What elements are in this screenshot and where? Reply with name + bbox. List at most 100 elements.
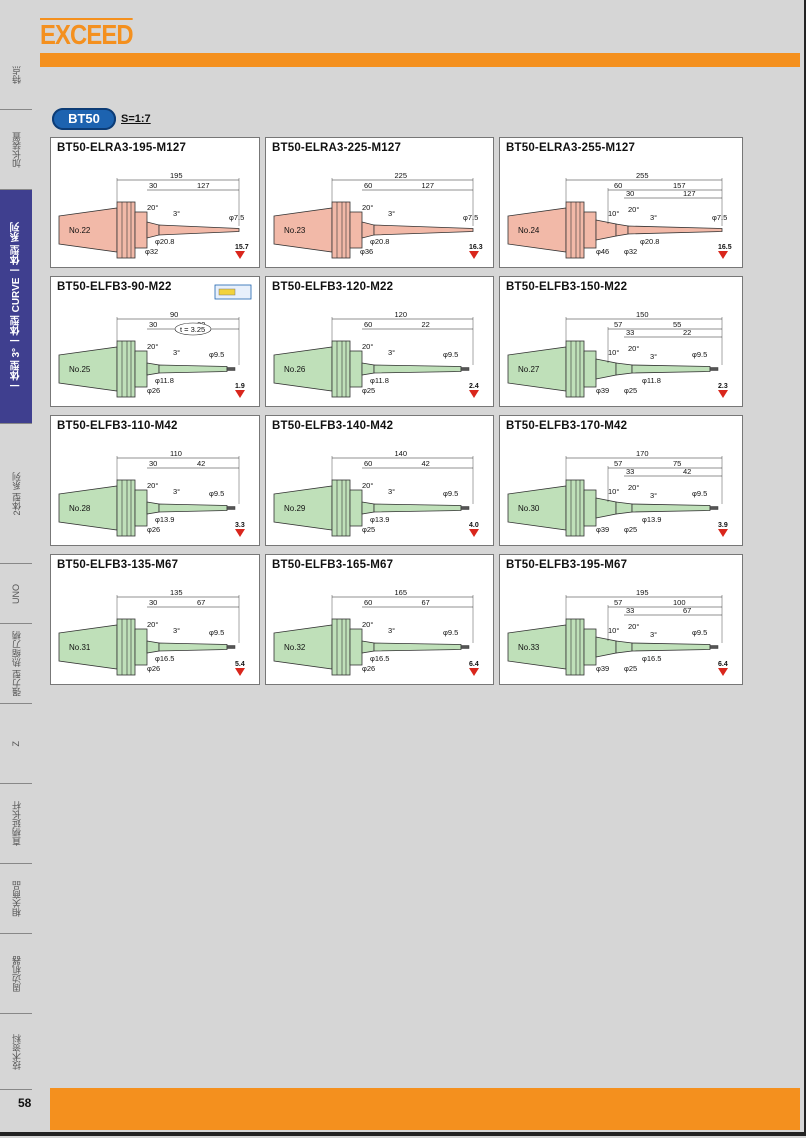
dimension-b: 42 bbox=[422, 459, 430, 468]
note-bubble bbox=[174, 322, 212, 336]
sidebar-tab-6[interactable]: 强力型 热缩刀柄 bbox=[0, 624, 32, 704]
dimension-a: 30 bbox=[149, 459, 157, 468]
angle-label: 10° bbox=[608, 626, 619, 635]
dimension-a: 30 bbox=[149, 181, 157, 190]
base-diameter: φ25 bbox=[624, 664, 637, 673]
tip-diameter: φ9.5 bbox=[443, 628, 458, 637]
item-number: No.26 bbox=[284, 365, 306, 374]
product-card[interactable]: BT50-ELFB3-90-M2290302220°3°φ9.5φ11.8φ26… bbox=[50, 276, 260, 407]
sidebar-tab-2[interactable]: 加长装置 bbox=[0, 110, 32, 190]
scale-label: S=1:7 bbox=[121, 113, 151, 125]
angle-label: 20° bbox=[362, 203, 373, 212]
tip-diameter: φ9.5 bbox=[443, 489, 458, 498]
holder-body bbox=[507, 618, 719, 676]
weight-value: 4.0 bbox=[469, 522, 479, 529]
overall-length: 120 bbox=[395, 310, 408, 319]
weight-arrow-icon bbox=[235, 251, 245, 259]
weight-arrow-icon bbox=[718, 390, 728, 398]
brand-logo: EXCEED bbox=[40, 18, 134, 56]
weight-value: 5.4 bbox=[235, 661, 245, 668]
product-title: BT50-ELFB3-150-M22 bbox=[506, 281, 628, 293]
sidebar-tab-10[interactable]: 周边机器 bbox=[0, 934, 32, 1014]
dimension-lines bbox=[116, 178, 240, 226]
base-diameter: φ25 bbox=[362, 525, 375, 534]
flange-diameter: φ39 bbox=[596, 386, 609, 395]
footer-bar bbox=[50, 1088, 800, 1130]
dimension-c: 33 bbox=[626, 328, 634, 337]
neck-diameter: φ20.8 bbox=[155, 237, 174, 246]
item-number: No.28 bbox=[69, 504, 91, 513]
angle-label: 20° bbox=[362, 481, 373, 490]
series-badge: BT50 bbox=[52, 108, 116, 130]
angle-label: 3° bbox=[388, 209, 395, 218]
dimension-b: 67 bbox=[422, 598, 430, 607]
sidebar-tab-label: 加长装置 bbox=[11, 131, 22, 168]
dimension-lines bbox=[331, 595, 474, 643]
sidebar-tab-1[interactable]: 特点 bbox=[0, 40, 32, 110]
angle-label: 20° bbox=[628, 622, 639, 631]
overall-length: 135 bbox=[170, 588, 183, 597]
dimension-c: 30 bbox=[626, 189, 634, 198]
sidebar-tab-4[interactable]: 2体型 系列 bbox=[0, 424, 32, 564]
item-number: No.22 bbox=[69, 226, 91, 235]
neck-diameter: φ16.5 bbox=[642, 654, 661, 663]
product-title: BT50-ELFB3-90-M22 bbox=[57, 281, 172, 293]
overall-length: 225 bbox=[395, 171, 408, 180]
sidebar-tab-11[interactable]: 技术资料 bbox=[0, 1014, 32, 1090]
weight-arrow-icon bbox=[718, 251, 728, 259]
weight-arrow-icon bbox=[469, 529, 479, 537]
header-bar bbox=[40, 53, 800, 67]
overall-length: 110 bbox=[170, 449, 182, 458]
tip-diameter: φ9.5 bbox=[443, 350, 458, 359]
dimension-b: 127 bbox=[197, 181, 210, 190]
weight-value: 3.3 bbox=[235, 522, 245, 529]
product-title: BT50-ELFB3-110-M42 bbox=[57, 420, 178, 432]
flange-diameter: φ46 bbox=[596, 247, 609, 256]
angle-label: 20° bbox=[362, 620, 373, 629]
dimension-a: 30 bbox=[149, 320, 157, 329]
sidebar-tab-label: Z bbox=[11, 740, 21, 747]
sidebar-tab-8[interactable]: 直柄延长杆 bbox=[0, 784, 32, 864]
base-diameter: φ26 bbox=[147, 664, 160, 673]
angle-label: 3° bbox=[650, 352, 657, 361]
overall-length: 140 bbox=[395, 449, 408, 458]
neck-diameter: φ11.8 bbox=[642, 376, 661, 385]
dimension-b: 67 bbox=[197, 598, 205, 607]
overall-length: 255 bbox=[636, 171, 649, 180]
weight-value: 2.3 bbox=[718, 383, 728, 390]
sidebar-tab-5[interactable]: UNO bbox=[0, 564, 32, 624]
base-diameter: φ32 bbox=[145, 247, 158, 256]
sidebar-tab-9[interactable]: 相关商品 bbox=[0, 864, 32, 934]
base-diameter: φ25 bbox=[624, 525, 637, 534]
holder-body bbox=[507, 201, 723, 259]
item-number: No.31 bbox=[69, 643, 91, 652]
sidebar-tab-label: 特点 bbox=[11, 65, 22, 84]
dimension-b: 42 bbox=[197, 459, 205, 468]
dimension-b: 75 bbox=[673, 459, 681, 468]
sidebar-tab-3[interactable]: 一体型 3° 一体型 CURVE 一体型 系列 bbox=[0, 190, 32, 424]
dimension-a: 57 bbox=[614, 459, 622, 468]
dimension-b: 22 bbox=[422, 320, 430, 329]
dimension-a: 60 bbox=[364, 320, 372, 329]
sidebar-tab-7[interactable]: Z bbox=[0, 704, 32, 784]
dimension-a: 57 bbox=[614, 320, 622, 329]
tip-diameter: φ7.5 bbox=[229, 213, 244, 222]
dimension-d: 67 bbox=[683, 606, 691, 615]
product-title: BT50-ELFB3-135-M67 bbox=[57, 559, 179, 571]
tip-diameter: φ9.5 bbox=[692, 628, 707, 637]
dimension-b: 127 bbox=[422, 181, 435, 190]
